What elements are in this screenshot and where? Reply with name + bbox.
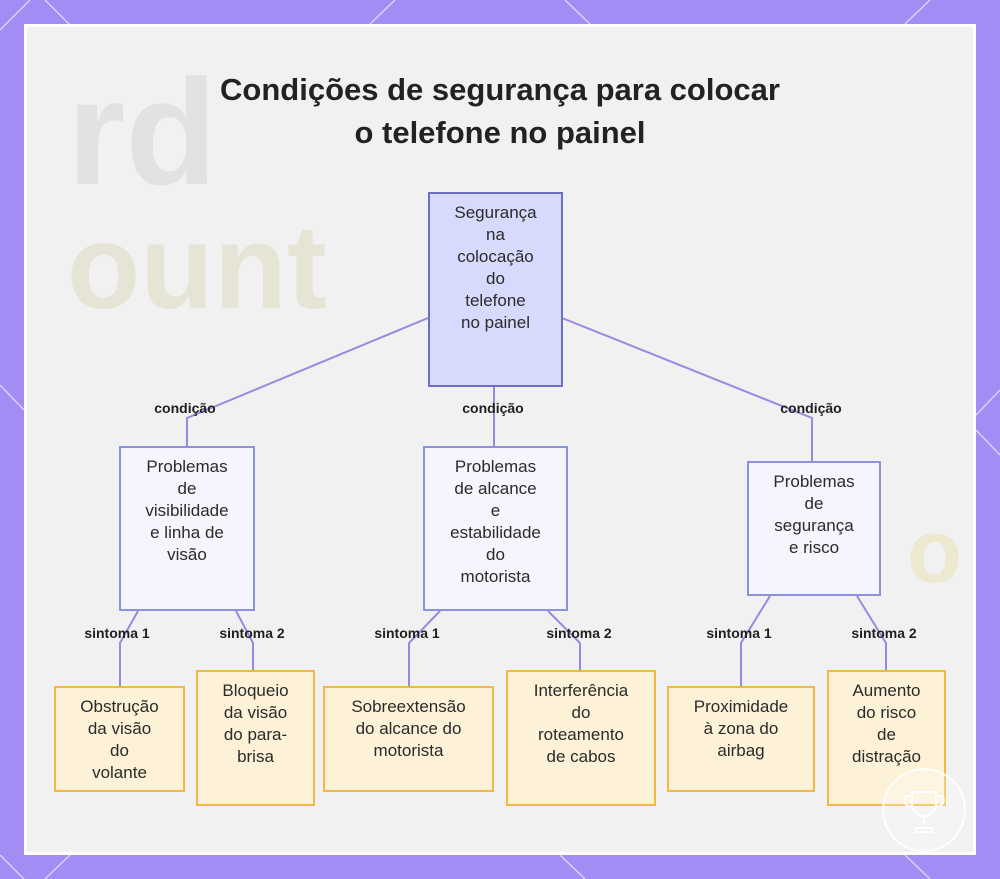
node-text-line: do bbox=[534, 702, 629, 724]
symptom-node-text: Proximidade à zona do airbag bbox=[694, 696, 789, 762]
edge-label-symptom-2: sintoma 2 bbox=[546, 625, 611, 641]
symptom-node-cable-routing: Interferência do roteamento de cabos bbox=[506, 670, 656, 806]
symptom-node-airbag-proximity: Proximidade à zona do airbag bbox=[667, 686, 815, 792]
node-text-line: visão bbox=[145, 544, 228, 566]
node-text-line: telefone bbox=[454, 290, 536, 312]
symptom-node-text: Obstrução da visão do volante bbox=[80, 696, 158, 784]
node-text-line: motorista bbox=[351, 740, 465, 762]
node-text-line: distração bbox=[852, 746, 921, 768]
symptom-node-text: Interferência do roteamento de cabos bbox=[534, 680, 629, 768]
symptom-node-overextension: Sobreextensão do alcance do motorista bbox=[323, 686, 494, 792]
node-text-line: brisa bbox=[222, 746, 288, 768]
node-text-line: na bbox=[454, 224, 536, 246]
condition-node-text: Problemas de alcance e estabilidade do m… bbox=[450, 456, 541, 588]
node-text-line: e linha de bbox=[145, 522, 228, 544]
node-text-line: do risco bbox=[852, 702, 921, 724]
node-text-line: de alcance bbox=[450, 478, 541, 500]
edge-root-condition-3 bbox=[562, 318, 812, 461]
symptom-node-steering-obstruction: Obstrução da visão do volante bbox=[54, 686, 185, 792]
root-node-text: Segurança na colocação do telefone no pa… bbox=[454, 202, 536, 334]
edge-condition1-symptom1 bbox=[120, 611, 138, 686]
node-text-line: à zona do bbox=[694, 718, 789, 740]
edge-condition3-symptom1 bbox=[741, 596, 770, 686]
edge-label-symptom-1: sintoma 1 bbox=[706, 625, 771, 641]
edge-label-symptom-2: sintoma 2 bbox=[219, 625, 284, 641]
node-text-line: de bbox=[773, 493, 854, 515]
node-text-line: Problemas bbox=[450, 456, 541, 478]
watermark-logo-icon bbox=[882, 768, 966, 852]
node-text-line: Proximidade bbox=[694, 696, 789, 718]
node-text-line: do bbox=[80, 740, 158, 762]
node-text-line: roteamento bbox=[534, 724, 629, 746]
node-text-line: motorista bbox=[450, 566, 541, 588]
edge-condition2-symptom1 bbox=[409, 611, 440, 686]
node-text-line: segurança bbox=[773, 515, 854, 537]
symptom-node-text: Bloqueio da visão do para- brisa bbox=[222, 680, 288, 768]
node-text-line: da visão bbox=[222, 702, 288, 724]
node-text-line: airbag bbox=[694, 740, 789, 762]
node-text-line: Bloqueio bbox=[222, 680, 288, 702]
edge-label-symptom-1: sintoma 1 bbox=[84, 625, 149, 641]
node-text-line: Sobreextensão bbox=[351, 696, 465, 718]
node-text-line: volante bbox=[80, 762, 158, 784]
condition-node-reach: Problemas de alcance e estabilidade do m… bbox=[423, 446, 568, 611]
edge-label-condition: condição bbox=[154, 400, 215, 416]
node-text-line: visibilidade bbox=[145, 500, 228, 522]
node-text-line: de cabos bbox=[534, 746, 629, 768]
node-text-line: Segurança bbox=[454, 202, 536, 224]
edge-root-condition-1 bbox=[187, 318, 428, 446]
node-text-line: de bbox=[145, 478, 228, 500]
node-text-line: estabilidade bbox=[450, 522, 541, 544]
node-text-line: do alcance do bbox=[351, 718, 465, 740]
condition-node-text: Problemas de segurança e risco bbox=[773, 471, 854, 559]
edge-label-symptom-1: sintoma 1 bbox=[374, 625, 439, 641]
node-text-line: do bbox=[454, 268, 536, 290]
condition-node-visibility: Problemas de visibilidade e linha de vis… bbox=[119, 446, 255, 611]
condition-node-safety: Problemas de segurança e risco bbox=[747, 461, 881, 596]
edge-label-symptom-2: sintoma 2 bbox=[851, 625, 916, 641]
symptom-node-text: Sobreextensão do alcance do motorista bbox=[351, 696, 465, 762]
root-node: Segurança na colocação do telefone no pa… bbox=[428, 192, 563, 387]
node-text-line: do para- bbox=[222, 724, 288, 746]
condition-node-text: Problemas de visibilidade e linha de vis… bbox=[145, 456, 228, 566]
edge-label-condition: condição bbox=[462, 400, 523, 416]
node-text-line: da visão bbox=[80, 718, 158, 740]
symptom-node-windshield-block: Bloqueio da visão do para- brisa bbox=[196, 670, 315, 806]
node-text-line: colocação bbox=[454, 246, 536, 268]
node-text-line: e bbox=[450, 500, 541, 522]
node-text-line: Obstrução bbox=[80, 696, 158, 718]
node-text-line: do bbox=[450, 544, 541, 566]
node-text-line: Interferência bbox=[534, 680, 629, 702]
trophy-icon bbox=[884, 770, 964, 850]
node-text-line: no painel bbox=[454, 312, 536, 334]
node-text-line: de bbox=[852, 724, 921, 746]
node-text-line: Problemas bbox=[773, 471, 854, 493]
symptom-node-text: Aumento do risco de distração bbox=[852, 680, 921, 768]
node-text-line: e risco bbox=[773, 537, 854, 559]
edge-label-condition: condição bbox=[780, 400, 841, 416]
node-text-line: Problemas bbox=[145, 456, 228, 478]
node-text-line: Aumento bbox=[852, 680, 921, 702]
